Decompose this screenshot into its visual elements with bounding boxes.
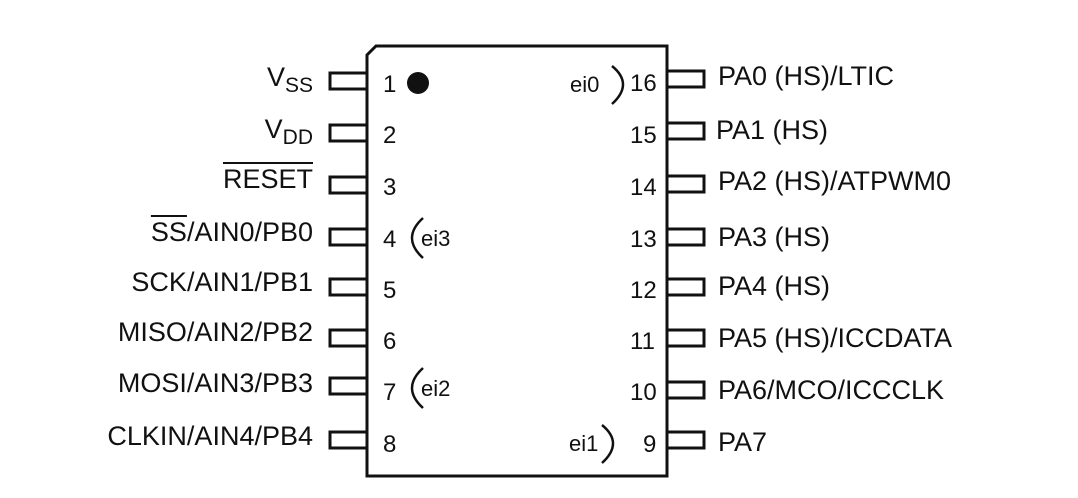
pin-stub-13 xyxy=(665,227,706,247)
pin-label-8-main: CLKIN/AIN4/PB4 xyxy=(107,421,313,451)
pin-stub-6 xyxy=(328,328,369,348)
pin-label-2-sub: DD xyxy=(282,126,313,149)
ei3-bracket xyxy=(410,217,424,259)
pin-number-15: 15 xyxy=(630,122,657,149)
pin-number-4: 4 xyxy=(383,226,397,253)
pin-stub-4 xyxy=(328,227,369,247)
pin-label-10: PA6/MCO/ICCCLK xyxy=(718,375,945,405)
pin-number-10: 10 xyxy=(630,379,657,406)
pin-label-3: RESET xyxy=(223,164,313,194)
pin-label-15: PA1 (HS) xyxy=(716,115,829,145)
pin-label-3-overline: RESET xyxy=(222,164,313,194)
pin-number-11: 11 xyxy=(630,328,655,355)
pin-label-1-main: V xyxy=(266,62,285,92)
pin-label-8: CLKIN/AIN4/PB4 xyxy=(107,421,313,451)
pin-number-2: 2 xyxy=(383,122,397,149)
pin-label-5-main: SCK/AIN1/PB1 xyxy=(131,267,313,297)
pin-label-4-overline: SS xyxy=(150,217,187,247)
interrupt-ei1-label: ei1 xyxy=(569,431,599,456)
pin-number-5: 5 xyxy=(383,277,397,304)
pin-stub-7 xyxy=(328,376,369,396)
pin-label-4-rest: /AIN0/PB0 xyxy=(186,217,313,247)
pin-label-2-main: V xyxy=(264,114,283,144)
pin-label-4: SS/AIN0/PB0 xyxy=(151,217,313,247)
pin-label-14: PA2 (HS)/ATPWM0 xyxy=(718,166,952,196)
pin-number-13: 13 xyxy=(630,226,657,253)
pin-label-7-main: MOSI/AIN3/PB3 xyxy=(117,368,313,398)
pin-stub-16 xyxy=(665,69,706,89)
pin-stub-12 xyxy=(665,277,706,297)
interrupt-ei2-label: ei2 xyxy=(421,376,451,401)
pin-stub-3 xyxy=(328,175,369,195)
pin-label-12: PA4 (HS) xyxy=(718,271,831,301)
pin-stub-9 xyxy=(665,430,706,450)
pin-number-16: 16 xyxy=(630,70,657,97)
ei1-bracket xyxy=(601,424,615,464)
pin-number-9: 9 xyxy=(643,431,657,458)
pin-stub-1 xyxy=(328,71,369,91)
pin-stub-2 xyxy=(328,123,369,143)
pin-label-6-main: MISO/AIN2/PB2 xyxy=(117,317,313,347)
pin-number-8: 8 xyxy=(383,431,397,458)
interrupt-ei0-label: ei0 xyxy=(570,72,600,97)
pin1-indicator-dot xyxy=(407,72,429,94)
pin-stub-15 xyxy=(665,121,706,141)
pin-label-16: PA0 (HS)/LTIC xyxy=(718,61,895,91)
pin-number-12: 12 xyxy=(630,277,657,304)
pin-label-1-sub: SS xyxy=(284,74,313,97)
pin-label-6: MISO/AIN2/PB2 xyxy=(118,317,313,347)
pin-number-7: 7 xyxy=(383,379,397,406)
pin-label-13: PA3 (HS) xyxy=(718,222,831,252)
pin-stub-14 xyxy=(665,174,706,194)
pin-label-11: PA5 (HS)/ICCDATA xyxy=(718,323,953,353)
chip-body xyxy=(365,44,669,478)
pin-number-14: 14 xyxy=(630,174,657,201)
pin-stub-5 xyxy=(328,277,369,297)
pin-label-1: VSS xyxy=(266,62,313,97)
ei2-bracket xyxy=(410,367,424,409)
pin-stub-11 xyxy=(665,328,706,348)
ei0-bracket xyxy=(611,65,625,105)
pin-number-6: 6 xyxy=(383,328,397,355)
pin-stub-8 xyxy=(328,430,369,450)
pin-number-1: 1 xyxy=(383,71,397,98)
pin-label-2: VDD xyxy=(264,114,313,149)
pin-label-7: MOSI/AIN3/PB3 xyxy=(118,368,313,398)
interrupt-ei3-label: ei3 xyxy=(421,226,451,251)
pin-stub-10 xyxy=(665,380,706,400)
pin-label-9: PA7 xyxy=(718,427,768,457)
pin-label-5: SCK/AIN1/PB1 xyxy=(131,267,313,297)
pin-number-3: 3 xyxy=(383,174,397,201)
